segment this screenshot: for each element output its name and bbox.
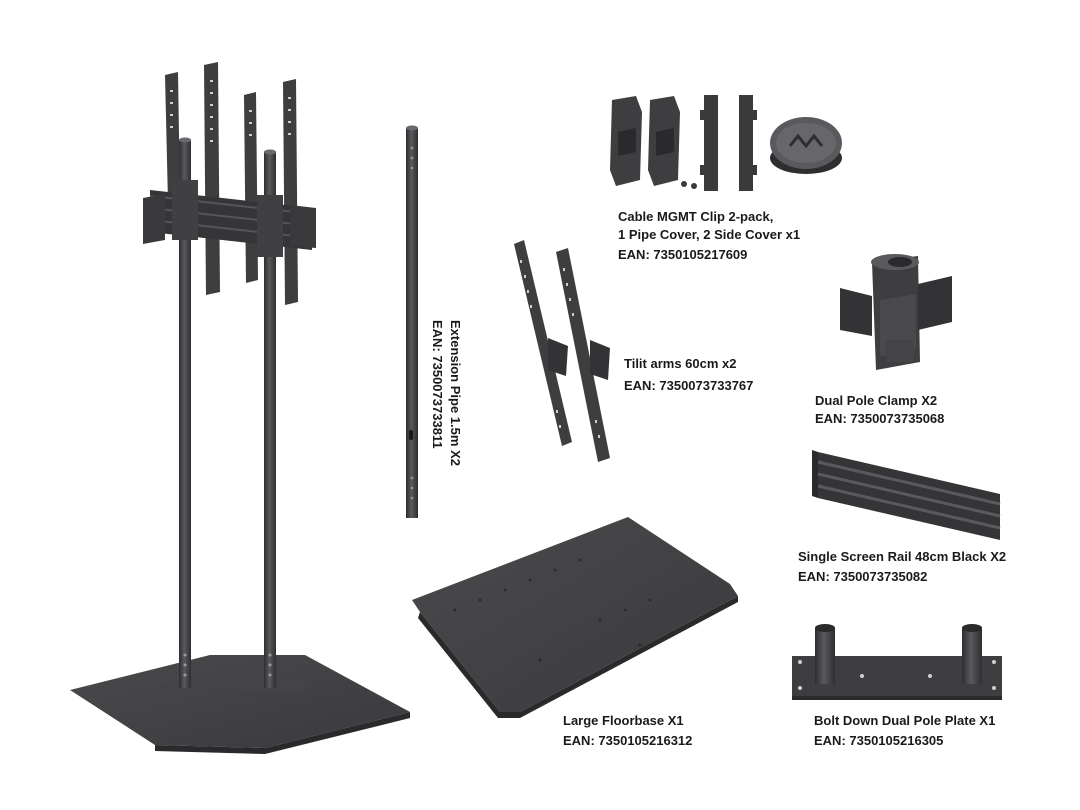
tilt-arms-image <box>514 240 610 462</box>
tilt-arms-name: Tilit arms 60cm x2 <box>624 356 737 371</box>
screen-rail-name: Single Screen Rail 48cm Black X2 <box>798 549 1007 564</box>
pole-plate-name: Bolt Down Dual Pole Plate X1 <box>814 713 996 728</box>
pole-plate-image <box>792 624 1002 700</box>
screen-rail-image <box>812 450 1001 540</box>
assembled-stand-image <box>70 62 410 754</box>
screen-rail-ean: EAN: 7350073735082 <box>798 569 928 584</box>
floorbase-name: Large Floorbase X1 <box>563 713 684 728</box>
pole-clamp-name: Dual Pole Clamp X2 <box>815 393 938 408</box>
pole-clamp-ean: EAN: 7350073735068 <box>815 411 945 426</box>
cable-clip-ean: EAN: 7350105217609 <box>618 247 748 262</box>
tilt-arms-ean: EAN: 7350073733767 <box>624 378 754 393</box>
cable-clip-image <box>610 95 842 191</box>
floorbase-ean: EAN: 7350105216312 <box>563 733 693 748</box>
extension-pipe-image <box>406 125 418 518</box>
pole-clamp-image <box>840 254 952 370</box>
extension-pipe-ean: EAN: 7350073733811 <box>430 320 445 449</box>
cable-clip-name-line1: Cable MGMT Clip 2-pack, <box>618 209 774 224</box>
extension-pipe-name: Extension Pipe 1.5m X2 <box>448 320 463 466</box>
cable-clip-name-line2: 1 Pipe Cover, 2 Side Cover x1 <box>618 227 801 242</box>
floorbase-image <box>412 517 738 718</box>
pole-plate-ean: EAN: 7350105216305 <box>814 733 944 748</box>
